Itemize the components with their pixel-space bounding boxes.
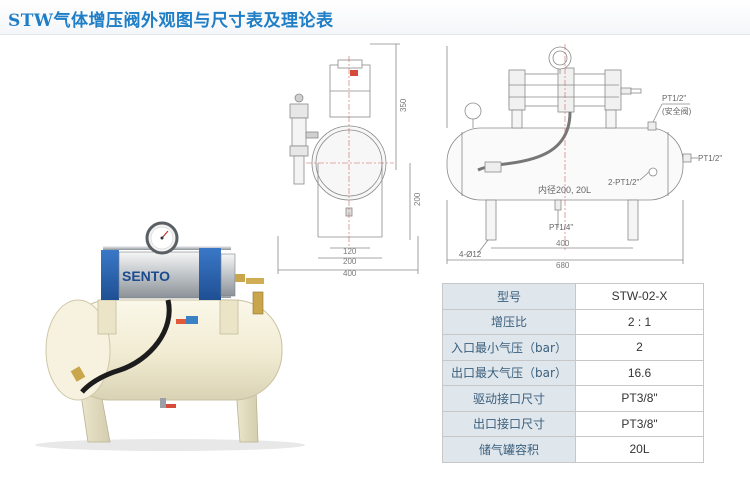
spec-value: PT3/8": [575, 410, 704, 437]
spec-row: 储气罐容积 20L: [442, 436, 704, 463]
spec-key: 驱动接口尺寸: [442, 385, 576, 412]
spec-key: 储气罐容积: [442, 436, 576, 463]
spec-key: 型号: [442, 283, 576, 310]
spec-row: 入口最小气压（bar） 2: [442, 334, 704, 361]
air-tank: [45, 299, 283, 401]
spec-value: 2: [575, 334, 704, 361]
dim-width-400: 400: [343, 269, 357, 278]
drawing-side-view: [277, 43, 419, 274]
callout-drain: PT1/4": [549, 223, 573, 232]
callout-safety-note: (安全阀): [662, 106, 692, 116]
spec-row: 出口接口尺寸 PT3/8": [442, 410, 704, 437]
dim-height-350: 350: [399, 98, 408, 112]
spec-row: 出口最大气压（bar） 16.6: [442, 359, 704, 386]
header-bar: STW气体增压阀外观图与尺寸表及理论表: [0, 0, 750, 35]
callout-outlet: PT1/2": [698, 154, 722, 163]
dim-width-120: 120: [343, 247, 357, 256]
spec-row: 驱动接口尺寸 PT3/8": [442, 385, 704, 412]
drawing-canvas: SENTO: [35, 43, 722, 451]
dim-length-680: 680: [556, 261, 570, 270]
dim-legs-400: 400: [556, 239, 570, 248]
dim-height-200: 200: [413, 192, 422, 206]
pressure-gauge-photo: [145, 221, 179, 255]
callout-safety-valve: PT1/2": [662, 94, 686, 103]
spec-value: 20L: [575, 436, 704, 463]
spec-key: 入口最小气压（bar）: [442, 334, 576, 361]
product-photo: SENTO: [35, 221, 305, 451]
spec-value: 2 : 1: [575, 308, 704, 335]
hose: [80, 299, 172, 394]
booster-valve: SENTO: [101, 236, 264, 300]
spec-key: 出口最大气压（bar）: [442, 359, 576, 386]
dim-width-200: 200: [343, 257, 357, 266]
spec-value: 16.6: [575, 359, 704, 386]
spec-row-model: 型号 STW-02-X: [442, 283, 704, 310]
spec-value: STW-02-X: [575, 283, 704, 310]
callout-inlet: 2-PT1/2": [608, 178, 639, 187]
drawing-front-view: [446, 44, 698, 264]
spec-value: PT3/8": [575, 385, 704, 412]
spec-row: 增压比 2 : 1: [442, 308, 704, 335]
spec-key: 增压比: [442, 308, 576, 335]
spec-table: 型号 STW-02-X 增压比 2 : 1 入口最小气压（bar） 2 出口最大…: [442, 283, 704, 463]
tank-inner-label: 内径200, 20L: [538, 184, 591, 195]
spec-key: 出口接口尺寸: [442, 410, 576, 437]
page-title: STW气体增压阀外观图与尺寸表及理论表: [8, 11, 334, 31]
callout-mount-holes: 4-Ø12: [459, 250, 482, 259]
brand-label: SENTO: [122, 268, 170, 284]
